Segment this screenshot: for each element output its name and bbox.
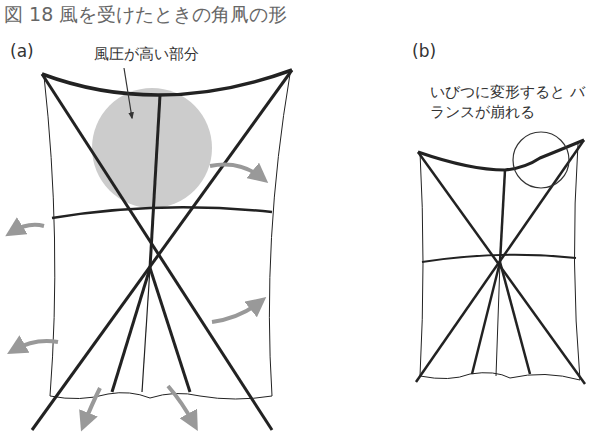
note-label: いびつに変形すると バランスが崩れる bbox=[430, 82, 590, 123]
panel-label: (a) bbox=[10, 40, 34, 63]
callout-label: 風圧が高い部分 bbox=[94, 44, 199, 64]
figure-title: 図 18 風を受けたときの角凧の形 bbox=[4, 2, 287, 28]
pressure-area bbox=[92, 88, 212, 208]
deform-marker bbox=[513, 132, 569, 188]
kite-b bbox=[416, 132, 585, 384]
kite-a bbox=[12, 68, 292, 430]
panel-label: (b) bbox=[412, 40, 436, 63]
